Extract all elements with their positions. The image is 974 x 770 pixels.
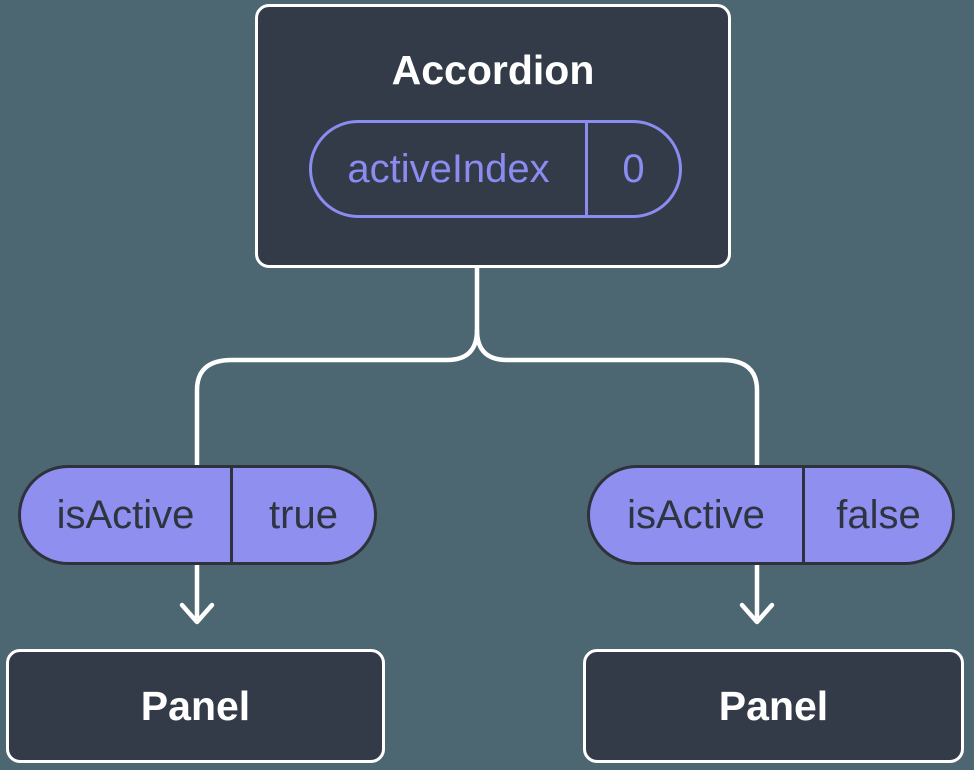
accordion-node: Accordion activeIndex 0 [255, 4, 731, 268]
panel-node-right: Panel [583, 649, 964, 763]
panel-node-left: Panel [6, 649, 385, 763]
state-pill-name: activeIndex [347, 146, 550, 191]
arrow-down-icon [179, 602, 215, 625]
panel-node-title: Panel [140, 682, 251, 729]
prop-pill-value: false [802, 468, 952, 562]
branch-left-line [194, 263, 480, 471]
arrow-down-icon [739, 602, 775, 625]
prop-pill-value: true [230, 468, 374, 562]
prop-pill-isactive-true: isActive true [18, 465, 377, 565]
panel-node-title: Panel [718, 682, 829, 729]
prop-pill-name: isActive [627, 492, 765, 537]
state-pill-value: 0 [585, 123, 679, 215]
branch-right-line [474, 327, 760, 471]
prop-pill-name: isActive [56, 492, 195, 537]
prop-pill-isactive-false: isActive false [587, 465, 955, 565]
state-pill-activeindex: activeIndex 0 [309, 120, 682, 218]
accordion-node-title: Accordion [391, 47, 595, 93]
